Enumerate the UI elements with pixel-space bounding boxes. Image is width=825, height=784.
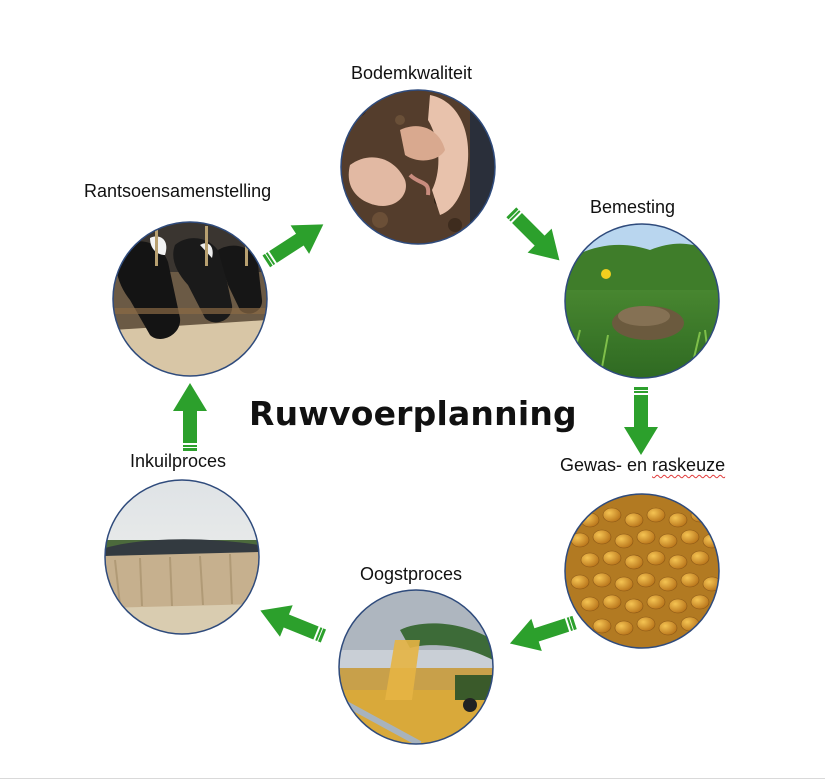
step-label-rantsoensamenstelling: Rantsoensamenstelling — [84, 181, 272, 201]
photo-soil — [341, 90, 495, 244]
label-prefix: Gewas- en — [560, 455, 653, 475]
arrow-oogst-to-inkuil — [254, 594, 330, 652]
photo-cows — [113, 222, 267, 376]
label-misspelled-word: raskeuze — [652, 455, 726, 475]
step-label-bemesting: Bemesting — [590, 197, 676, 217]
step-label-inkuilproces: Inkuilproces — [130, 451, 227, 471]
bottom-border — [0, 778, 825, 779]
arrow-bodem-to-bemesting — [499, 200, 572, 273]
photo-silage — [105, 480, 259, 634]
photo-manure-grass — [565, 224, 719, 378]
step-label-bodemkwaliteit: Bodemkwaliteit — [351, 63, 473, 83]
arrow-gewas-to-oogst — [504, 606, 580, 660]
photo-maize-kernels — [565, 494, 719, 648]
arrow-inkuil-to-rantsoen — [173, 383, 207, 451]
step-label-oogstproces: Oogstproces — [360, 564, 463, 584]
arrow-bemesting-to-gewas — [624, 387, 658, 455]
photo-harvest — [339, 590, 493, 744]
step-label-gewas-raskeuze: Gewas- en raskeuze — [560, 455, 725, 475]
diagram-title: Ruwvoerplanning — [249, 394, 577, 433]
arrow-rantsoen-to-bodem — [257, 210, 333, 276]
